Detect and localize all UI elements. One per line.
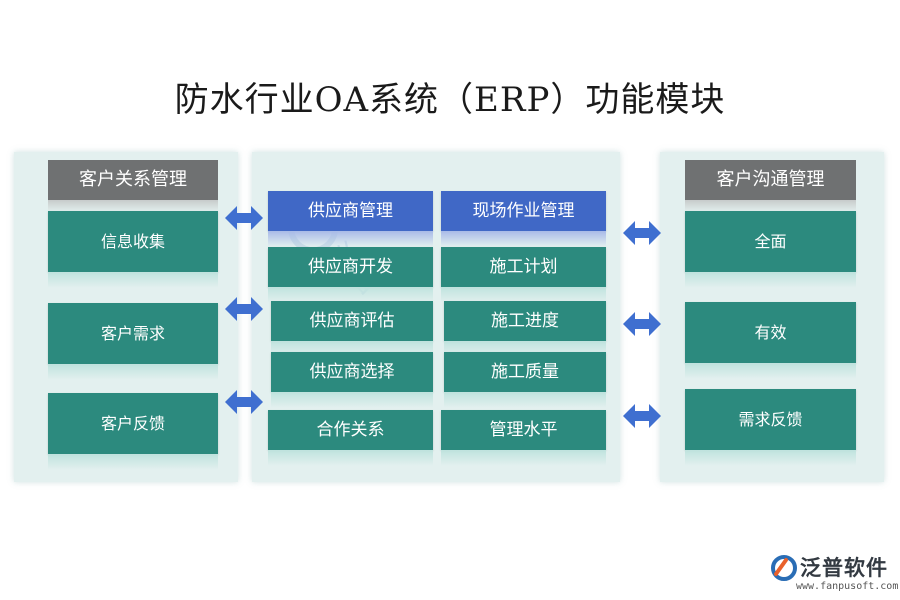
construction-quality: 施工质量 (444, 352, 606, 408)
fanpu-logo-icon (771, 555, 797, 581)
construction-plan: 施工计划 (441, 247, 606, 303)
right-item-demand-feedback: 需求反馈 (685, 389, 856, 466)
customer-relationship-header: 客户关系管理 (48, 160, 218, 212)
customer-communication-header: 客户沟通管理 (685, 160, 856, 212)
double-arrow-icon (225, 297, 263, 321)
left-item-info-collection: 信息收集 (48, 211, 218, 288)
double-arrow-icon (623, 404, 661, 428)
logo-name: 泛普软件 (800, 556, 888, 580)
supplier-evaluation: 供应商评估 (271, 301, 433, 357)
left-item-customer-feedback: 客户反馈 (48, 393, 218, 470)
brand-logo: 泛普软件 www.fanpusoft.com (770, 552, 899, 596)
double-arrow-icon (623, 312, 661, 336)
supplier-management-header: 供应商管理 (268, 191, 433, 247)
management-level: 管理水平 (441, 410, 606, 466)
construction-progress: 施工进度 (444, 301, 606, 357)
left-item-customer-needs: 客户需求 (48, 303, 218, 380)
cooperation-relationship: 合作关系 (268, 410, 433, 466)
right-item-comprehensive: 全面 (685, 211, 856, 288)
double-arrow-icon (225, 390, 263, 414)
double-arrow-icon (623, 221, 661, 245)
supplier-development: 供应商开发 (268, 247, 433, 303)
logo-url: www.fanpusoft.com (796, 581, 899, 592)
double-arrow-icon (225, 206, 263, 230)
right-item-effective: 有效 (685, 302, 856, 379)
site-operations-header: 现场作业管理 (441, 191, 606, 247)
supplier-selection: 供应商选择 (271, 352, 433, 408)
page-title: 防水行业OA系统（ERP）功能模块 (174, 80, 726, 120)
